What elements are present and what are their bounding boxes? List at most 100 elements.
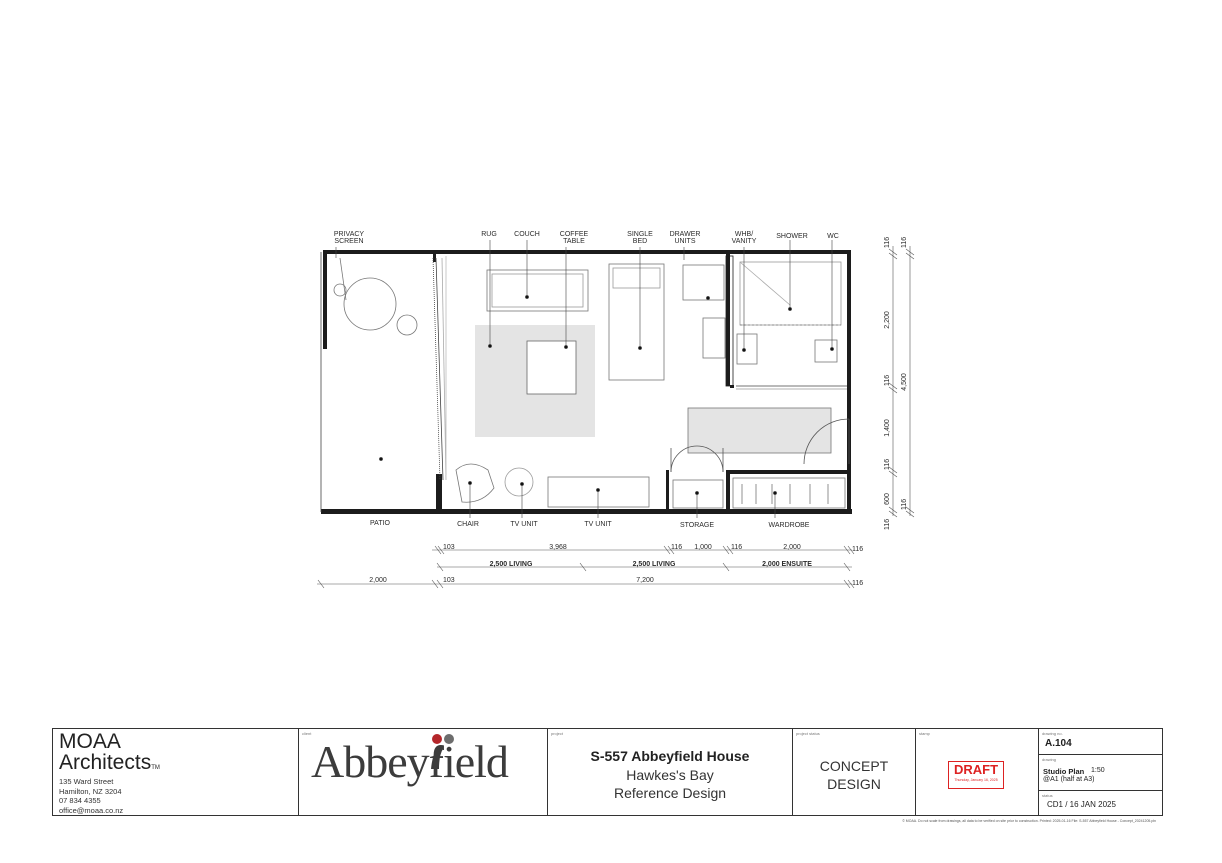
label-rug: RUG [481, 231, 497, 238]
label-privacy-screen-2: SCREEN [334, 238, 363, 245]
dim-116-d: 116 [852, 580, 863, 587]
drawing-paper: @A1 (half at A3) [1043, 776, 1095, 783]
label-storage: STORAGE [680, 522, 714, 529]
drawing-status-caption: status [1042, 793, 1053, 798]
vertical-dimension-text: 116 2,200 116 1,400 116 600 116 116 4,50… [884, 237, 908, 530]
project-status-text: CONCEPT DESIGN [793, 757, 915, 793]
chair [455, 463, 495, 503]
wc [814, 339, 838, 363]
address-city: Hamilton, NZ 3204 [59, 786, 122, 796]
dim-living-2: 2,500 LIVING [633, 561, 676, 568]
plant [504, 467, 534, 497]
dim-ensuite: 2,000 ENSUITE [762, 561, 812, 568]
drawing-title: Studio Plan [1043, 767, 1085, 776]
label-shower: SHOWER [776, 233, 808, 240]
label-whb-vanity-2: VANITY [732, 238, 757, 245]
drawing-number: A.104 [1045, 738, 1072, 749]
label-chair: CHAIR [457, 521, 479, 528]
project-status-cell: project status CONCEPT DESIGN [793, 729, 916, 815]
project-status-line2: DESIGN [827, 776, 881, 792]
label-tv-unit-1: TV UNIT [510, 521, 538, 528]
wardrobe [732, 477, 846, 509]
label-single-bed-1: SINGLE [627, 231, 653, 238]
architect-name-line1: MOAA [59, 730, 121, 753]
dim-v-116-b: 116 [884, 375, 891, 386]
drawing-scale: 1:50 [1091, 767, 1105, 774]
label-drawer-units-1: DRAWER [670, 231, 701, 238]
dim-7200: 7,200 [636, 577, 654, 584]
draft-stamp: DRAFT Thursday, January 16, 2025 [948, 761, 1004, 789]
dim-v-116-f: 116 [901, 499, 908, 510]
dim-3968: 3,968 [549, 544, 567, 551]
furniture [333, 257, 850, 509]
dim-v-116-e: 116 [901, 237, 908, 248]
project-status-line1: CONCEPT [819, 758, 889, 774]
address-email: office@moaa.co.nz [59, 805, 124, 815]
project-cell: project S-557 Abbeyfield House Hawkes's … [548, 729, 793, 815]
top-labels: PRIVACY SCREEN RUG COUCH COFFEE TABLE SI… [334, 231, 839, 245]
architect-logo: MOAA ArchitectsTM [59, 731, 160, 779]
label-tv-unit-2: TV UNIT [584, 521, 612, 528]
label-wardrobe: WARDROBE [769, 522, 810, 529]
walls [321, 250, 852, 514]
storage-unit [672, 479, 724, 509]
draft-stamp-date: Thursday, January 16, 2025 [954, 778, 998, 782]
label-whb-vanity-1: WHB/ [735, 231, 753, 238]
horizontal-dimension-text: 103 3,968 116 1,000 116 2,000 116 2,500 … [369, 544, 863, 587]
project-subtitle: Reference Design [613, 785, 727, 801]
dim-1000: 1,000 [694, 544, 712, 551]
glazing-lines [320, 252, 847, 512]
drawing-no-row: drawing no. A.104 [1039, 729, 1162, 755]
leader-lines [335, 240, 834, 518]
label-privacy-screen-1: PRIVACY [334, 231, 365, 238]
label-patio: PATIO [370, 520, 391, 527]
label-couch: COUCH [514, 231, 540, 238]
label-wc: WC [827, 233, 839, 240]
drawing-no-caption: drawing no. [1042, 731, 1063, 736]
coffee-table [526, 340, 577, 395]
dim-2000-b: 2,000 [369, 577, 387, 584]
client-cell: client Abbeyfield [299, 729, 548, 815]
client-logo: Abbeyfield [311, 736, 509, 787]
architect-tm: TM [151, 765, 160, 771]
project-title: S-557 Abbeyfield House [590, 748, 750, 764]
project-location: Hawkes's Bay [626, 767, 714, 783]
dim-v-1400: 1,400 [884, 419, 891, 437]
vanity [736, 333, 758, 365]
project-status-caption: project status [796, 731, 820, 736]
horizontal-dimensions [317, 545, 855, 589]
architect-address: 135 Ward Street Hamilton, NZ 3204 07 834… [59, 777, 123, 815]
label-drawer-units-2: UNITS [675, 238, 696, 245]
dim-v-2200: 2,200 [884, 311, 891, 329]
address-phone: 07 834 4355 [59, 796, 101, 805]
patio-table [343, 277, 397, 331]
drawing-title-row: drawing Studio Plan 1:50 @A1 (half at A3… [1039, 755, 1162, 791]
draft-stamp-word: DRAFT [953, 762, 999, 777]
dim-116-c: 116 [852, 546, 863, 553]
footer-note: © MOAA. Do not scale from drawings, all … [902, 819, 1156, 823]
project-caption: project [551, 731, 564, 736]
stamp-caption: stamp [919, 731, 930, 736]
dim-103-b: 103 [443, 577, 455, 584]
label-single-bed-2: BED [633, 238, 647, 245]
address-street: 135 Ward Street [59, 777, 114, 786]
stamp-cell: stamp DRAFT Thursday, January 16, 2025 [916, 729, 1039, 815]
dim-v-4500: 4,500 [901, 373, 908, 391]
architect-name-line2: Architects [59, 751, 152, 774]
tv-unit [547, 476, 650, 508]
architect-cell: MOAA ArchitectsTM 135 Ward Street Hamilt… [53, 729, 299, 815]
drawer-units [682, 264, 725, 301]
architect-name-line2-wrap: ArchitectsTM [59, 752, 160, 779]
drawing-caption: drawing [1042, 757, 1057, 762]
single-bed [608, 263, 665, 381]
label-coffee-table-1: COFFEE [560, 231, 589, 238]
label-coffee-table-2: TABLE [563, 238, 585, 245]
drawing-cell: drawing no. A.104 drawing Studio Plan 1:… [1039, 729, 1162, 815]
bottom-labels: PATIO CHAIR TV UNIT TV UNIT STORAGE WARD… [370, 520, 810, 529]
dim-v-600: 600 [884, 493, 891, 505]
dim-v-116-d: 116 [884, 519, 891, 530]
client-caption: client [302, 731, 312, 736]
couch [486, 269, 589, 312]
dim-116-b: 116 [731, 544, 742, 551]
